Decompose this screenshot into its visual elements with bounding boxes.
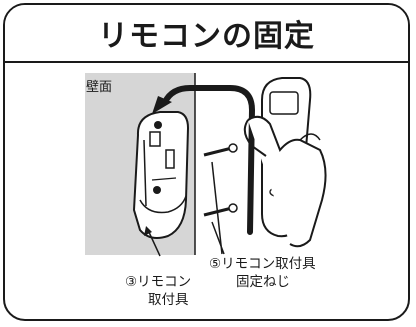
remote-holder-icon: [132, 111, 190, 239]
screw-label-line2: 固定ねじ: [236, 274, 290, 290]
holder-label-line2: 取付具: [148, 292, 189, 308]
screw-leader-line-2: [211, 221, 225, 255]
screw-icon: [203, 143, 238, 217]
arrow-head-icon: [152, 96, 172, 114]
hand-icon: [243, 115, 327, 248]
wall-label: 壁面: [86, 80, 113, 95]
instruction-panel: リモコンの固定: [3, 3, 410, 321]
title-bar: リモコンの固定: [5, 5, 408, 63]
page-title: リモコンの固定: [98, 19, 315, 54]
screw-leader-line-1: [211, 161, 223, 255]
screw-label-line1: ⑤リモコン取付具: [209, 256, 316, 272]
holder-label-line1: ③リモコン: [125, 274, 192, 290]
motion-arrow-icon: [162, 85, 256, 235]
holder-leader-line: [147, 229, 161, 257]
